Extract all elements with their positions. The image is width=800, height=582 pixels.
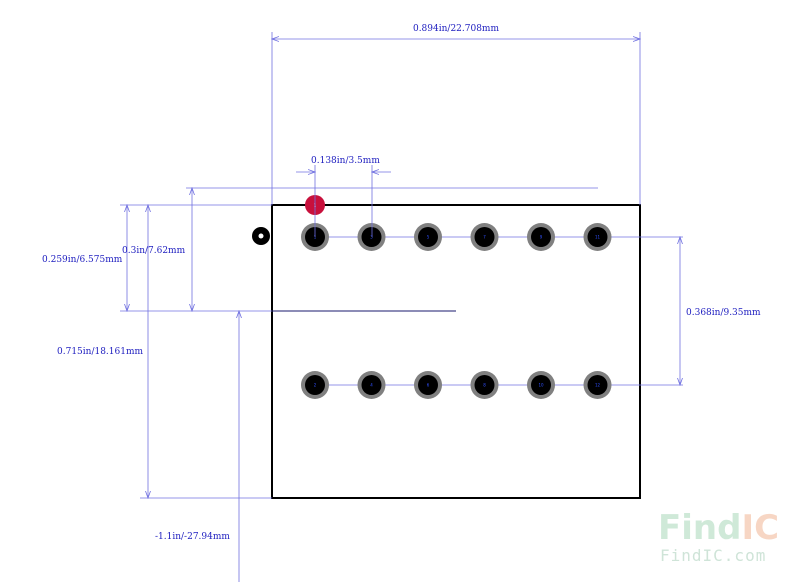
pad-label: 8 [483,383,486,388]
dim-row-offset-label: 0.3in/7.62mm [122,246,186,256]
watermark-url: FindIC.com [660,546,766,565]
component-outline [271,204,641,499]
findic-watermark: FindIC FindIC.com [658,508,779,565]
pad-3: 3 [357,223,386,251]
dim-pitch-label: 0.138in/3.5mm [311,156,380,166]
pad-label: 7 [483,235,486,240]
pad-label: 5 [427,235,430,240]
pad-8: 8 [470,371,499,399]
pad-label: 9 [540,235,543,240]
dim-origin-offset: -1.1in/-27.94mm [155,311,239,582]
pad-label: 10 [538,383,544,388]
pad-9: 9 [527,223,555,251]
pad-5: 5 [414,223,442,251]
pad-10: 10 [527,371,555,399]
dim-row-spacing-label: 0.368in/9.35mm [686,308,761,318]
pad-label: 6 [427,383,430,388]
dim-body-height-label: 0.715in/18.161mm [57,347,143,357]
dim-body-height: 0.715in/18.161mm [57,205,272,498]
dim-pin1-offset: 0.259in/6.575mm [42,205,272,311]
pad-label: 4 [370,383,373,388]
pad-label: 11 [595,235,601,240]
pad-2: 2 [301,371,329,399]
pad-11: 11 [583,223,612,251]
dim-pitch: 0.138in/3.5mm [296,156,391,237]
dim-top-width: 0.894in/22.708mm [272,24,640,205]
dim-origin-offset-label: -1.1in/-27.94mm [155,532,230,542]
pad-label: 2 [314,383,317,388]
dim-pin1-offset-label: 0.259in/6.575mm [42,255,123,265]
dim-row-spacing: 0.368in/9.35mm [680,237,761,385]
dim-row-offset: 0.3in/7.62mm [122,188,192,311]
pad-4: 4 [357,371,386,399]
pad-7: 7 [470,223,499,251]
pad-6: 6 [414,371,442,399]
watermark-logo: FindIC [658,508,779,548]
pad-12: 12 [583,371,612,399]
orientation-dot [252,227,270,245]
pad-label: 12 [595,383,601,388]
dim-top-width-label: 0.894in/22.708mm [413,24,499,34]
